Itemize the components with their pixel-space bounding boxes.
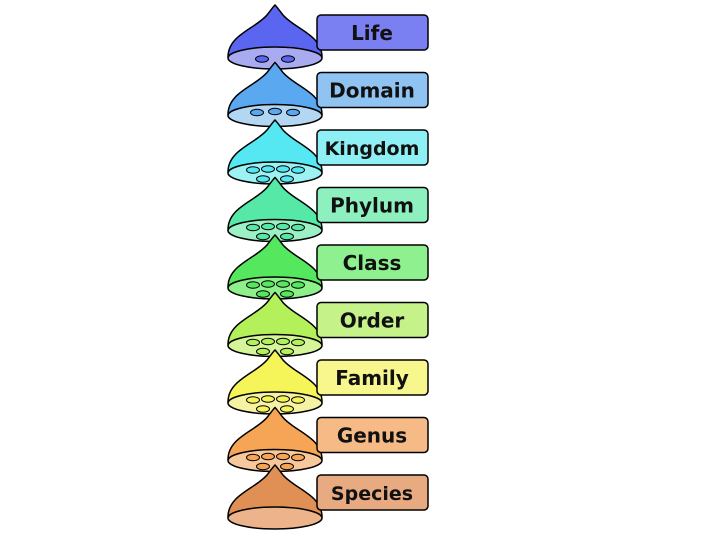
rank-label-box — [316, 416, 429, 454]
disc-hole — [261, 280, 275, 288]
rank-label-box — [316, 359, 429, 396]
disc-hole — [291, 223, 305, 232]
rank-label-box — [316, 301, 429, 339]
disc-hole — [256, 347, 270, 356]
rank-label: Domain — [329, 79, 415, 103]
bell-base-disc — [227, 506, 323, 530]
disc-hole — [261, 452, 275, 461]
disc-hole — [246, 396, 260, 404]
disc-hole — [276, 452, 290, 461]
rank-label: Class — [343, 251, 402, 275]
bell-shape — [227, 118, 323, 173]
bell-shape — [227, 463, 323, 518]
disc-hole — [276, 280, 290, 288]
rank-life: Life — [227, 3, 429, 70]
disc-hole — [276, 395, 290, 403]
rank-species: Species — [227, 463, 429, 530]
disc-hole — [291, 338, 305, 347]
rank-order: Order — [227, 291, 429, 358]
disc-hole — [256, 290, 270, 298]
disc-hole — [261, 165, 275, 173]
disc-hole — [261, 337, 275, 346]
rank-label-box — [316, 129, 429, 166]
rank-genus: Genus — [227, 406, 429, 473]
disc-hole — [280, 347, 294, 356]
disc-hole — [280, 405, 294, 413]
rank-label: Kingdom — [325, 138, 420, 160]
disc-hole — [246, 281, 260, 289]
bell-shape — [227, 176, 323, 231]
rank-label-box — [316, 14, 429, 51]
disc-hole — [276, 222, 290, 231]
rank-label: Order — [340, 309, 405, 333]
disc-hole — [291, 281, 305, 289]
rank-family: Family — [227, 348, 429, 415]
rank-kingdom: Kingdom — [227, 118, 429, 185]
disc-hole — [280, 462, 294, 471]
disc-hole — [256, 462, 270, 471]
disc-hole — [280, 290, 294, 298]
disc-hole — [256, 232, 270, 241]
disc-hole — [286, 108, 300, 117]
disc-hole — [246, 338, 260, 347]
disc-hole — [291, 396, 305, 404]
rank-label-box — [316, 186, 429, 224]
rank-label: Species — [331, 483, 413, 505]
bell-shape — [227, 291, 323, 346]
rank-label: Phylum — [330, 194, 414, 218]
rank-class: Class — [227, 233, 429, 300]
rank-label: Family — [335, 366, 409, 390]
rank-label-box — [316, 244, 429, 281]
disc-hole — [261, 222, 275, 231]
bell-shape — [227, 61, 323, 116]
disc-hole — [250, 108, 264, 117]
disc-hole — [256, 175, 270, 183]
bell-shape — [227, 406, 323, 461]
rank-domain: Domain — [227, 61, 429, 128]
disc-hole — [246, 166, 260, 174]
rank-phylum: Phylum — [227, 176, 429, 243]
disc-hole — [276, 337, 290, 346]
bell-shape — [227, 348, 323, 403]
disc-hole — [256, 405, 270, 413]
disc-hole — [280, 232, 294, 241]
disc-hole — [261, 395, 275, 403]
rank-label: Life — [351, 21, 393, 45]
rank-label-box — [316, 71, 429, 109]
rank-label: Genus — [337, 424, 407, 448]
disc-hole — [291, 453, 305, 462]
disc-hole — [246, 223, 260, 232]
disc-hole — [268, 107, 282, 116]
disc-hole — [276, 165, 290, 173]
disc-hole — [246, 453, 260, 462]
disc-hole — [280, 175, 294, 183]
disc-hole — [281, 55, 295, 63]
disc-hole — [255, 55, 269, 63]
bell-shape — [227, 233, 323, 288]
bell-shape — [227, 3, 323, 58]
rank-label-box — [316, 474, 429, 511]
disc-hole — [291, 166, 305, 174]
